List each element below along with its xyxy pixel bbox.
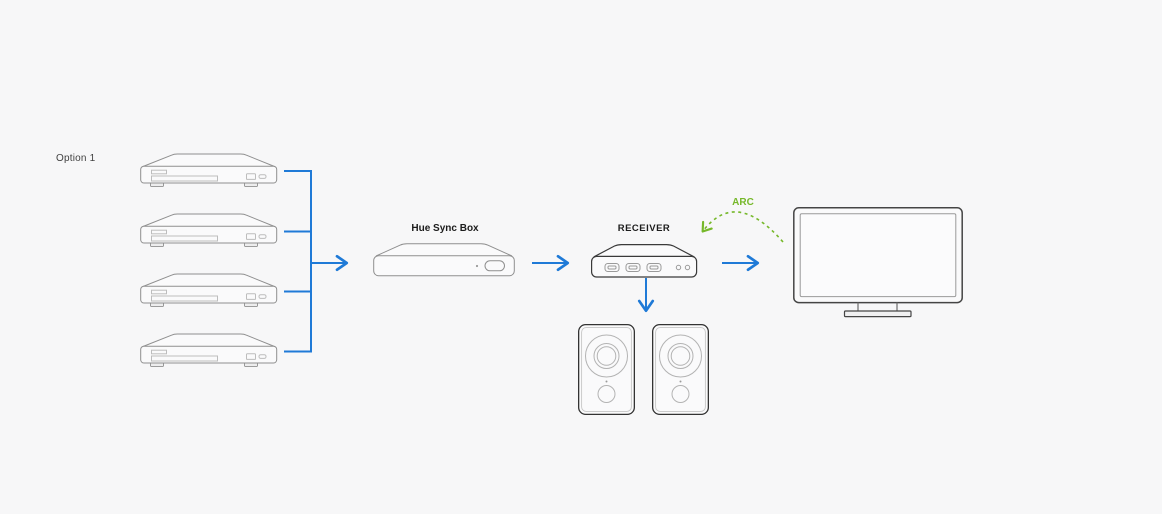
syncbox-status-led-icon <box>475 264 479 268</box>
arc-label: ARC <box>732 197 754 208</box>
arc-return-curve <box>701 211 784 243</box>
receiver-label: RECEIVER <box>617 223 671 234</box>
option-label: Option 1 <box>56 153 96 164</box>
source-device-1 <box>140 153 278 187</box>
hue-sync-box <box>373 243 515 277</box>
hdmi-ports-icon <box>604 263 662 272</box>
source-device-3 <box>140 273 278 307</box>
tv-screen <box>799 213 957 298</box>
source-device-2 <box>140 213 278 247</box>
syncbox-button-icon <box>484 260 505 272</box>
tv-stand <box>843 310 912 318</box>
tv <box>793 207 963 318</box>
receiver <box>591 244 698 278</box>
connector-lines <box>284 170 760 353</box>
speaker-right <box>652 323 709 416</box>
speaker-left <box>578 323 635 416</box>
source-device-4 <box>140 333 278 367</box>
receiver-knobs-icon <box>675 264 691 271</box>
hue-sync-box-label: Hue Sync Box <box>411 223 479 234</box>
